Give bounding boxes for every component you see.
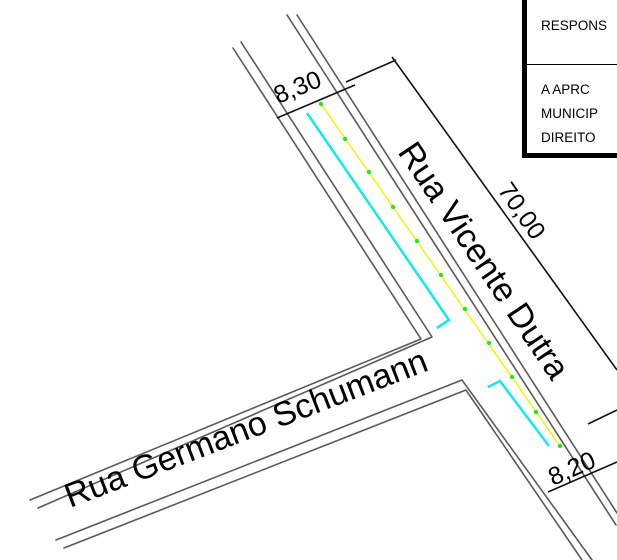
- corner-west-inner: [37, 41, 433, 509]
- survey-point: [509, 374, 515, 380]
- dimension-lines: [276, 56, 617, 493]
- survey-point: [366, 169, 372, 175]
- dim-length-ext-bottom: [587, 409, 617, 425]
- note-divider: [527, 64, 617, 65]
- note-box: RESPONS A APRC MUNICIP DIREITO: [522, 0, 617, 158]
- corner-south-inner: [63, 389, 583, 560]
- survey-point: [486, 340, 492, 346]
- curb-line-lower: [487, 379, 551, 447]
- survey-point: [318, 101, 324, 107]
- dim-top-width-line: [276, 84, 356, 119]
- survey-point: [462, 306, 468, 312]
- note-line-2: A APRC: [541, 82, 590, 97]
- dim-bottom-width-line: [547, 461, 617, 493]
- dim-top-width: 8,30: [270, 65, 326, 109]
- corner-west-outer: [29, 47, 422, 501]
- survey-point: [414, 238, 420, 244]
- survey-point: [438, 272, 444, 278]
- dim-bottom-width: 8,20: [544, 446, 600, 491]
- note-line-4: DIREITO: [541, 130, 596, 145]
- vicente-dutra-east-edge-inner: [296, 14, 617, 514]
- survey-points: [318, 101, 563, 449]
- note-line-3: MUNICIP: [541, 106, 598, 121]
- survey-point: [342, 136, 348, 142]
- survey-point: [533, 409, 539, 415]
- road-edges: [29, 14, 617, 560]
- dim-length: 70,00: [492, 177, 551, 244]
- curb-line-upper: [305, 112, 451, 330]
- survey-point: [390, 204, 396, 210]
- survey-point: [557, 443, 563, 449]
- dim-length-ext-top: [345, 59, 397, 83]
- note-line-1: RESPONS: [541, 18, 608, 33]
- street-label-germano-schumann: Rua Germano Schumann: [59, 342, 433, 516]
- dim-length-line: [391, 56, 617, 371]
- corner-south-outer: [55, 379, 593, 560]
- vicente-dutra-east-edge-outer: [286, 14, 617, 526]
